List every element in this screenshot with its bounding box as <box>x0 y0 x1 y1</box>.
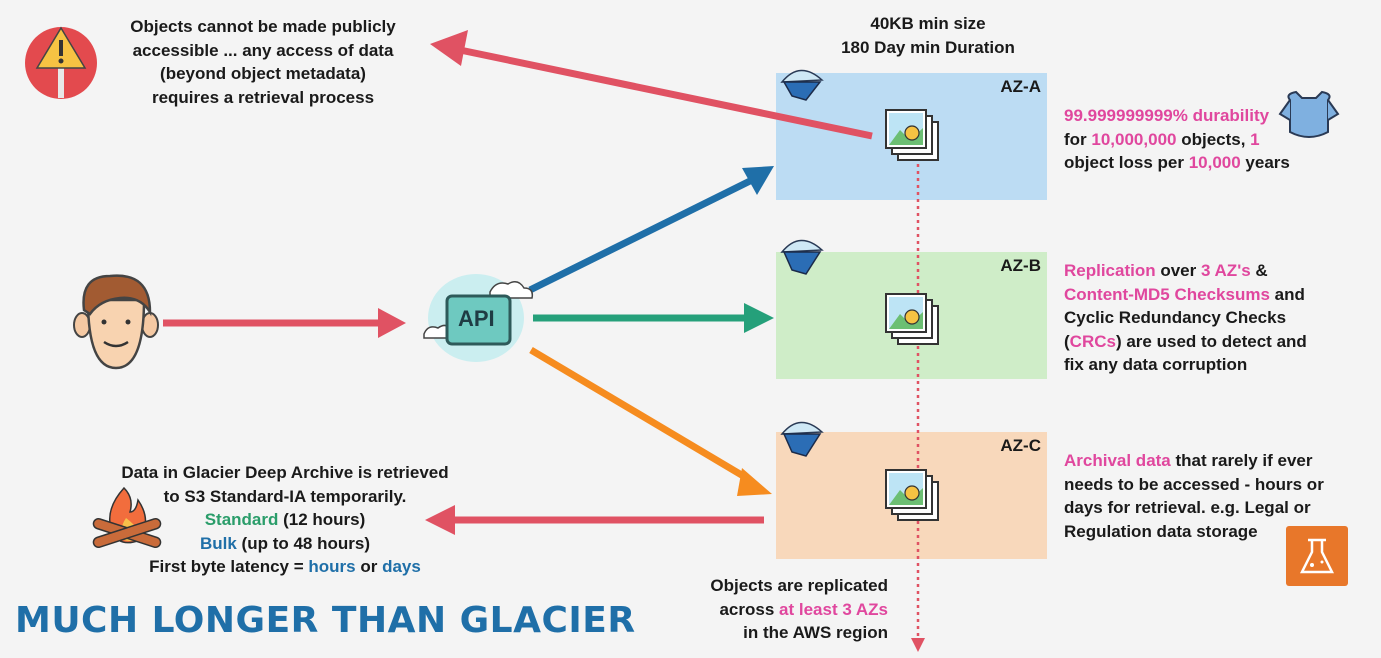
api-to-az-c-arrow <box>529 346 772 496</box>
api-to-az-a-arrow <box>528 166 774 294</box>
warning-text: Objects cannot be made publicly accessib… <box>130 17 396 107</box>
retrieval-text: Data in Glacier Deep Archive is retrieve… <box>121 463 449 576</box>
min-duration: 180 Day min Duration <box>841 37 1015 57</box>
az-c-box: AZ-C <box>776 432 1047 559</box>
retrieval-arrow <box>425 505 764 535</box>
object-images-icon-c <box>885 469 939 521</box>
object-images-icon-b <box>885 293 939 345</box>
min-size: 40KB min size <box>870 14 986 33</box>
user-to-api-arrow <box>163 308 406 338</box>
api-label: API <box>458 306 495 331</box>
az-a-label: AZ-A <box>1000 77 1041 96</box>
warning-arrow <box>430 30 873 140</box>
page-title: MUCH LONGER THAN GLACIER <box>15 600 636 641</box>
warning-icon <box>25 26 97 99</box>
archival-text: Archival data that rarely if ever needs … <box>1064 451 1324 541</box>
armor-icon <box>1278 90 1340 138</box>
replication-text: Replication over 3 AZ's & Content-MD5 Ch… <box>1064 261 1307 374</box>
user-avatar-icon <box>73 274 159 370</box>
az-c-label: AZ-C <box>1000 436 1041 455</box>
az-b-label: AZ-B <box>1000 256 1041 275</box>
glacier-deep-archive-icon <box>1286 526 1348 586</box>
api-gateway-icon <box>423 274 534 362</box>
min-size-duration: 40KB min size 180 Day min Duration <box>800 12 1056 59</box>
object-images-icon-a <box>885 109 939 161</box>
campfire-icon <box>92 486 162 549</box>
replication-dotted-arrow <box>911 150 925 652</box>
iceberg-icon-b <box>780 239 824 275</box>
iceberg-icon-c <box>780 421 824 457</box>
replicated-text: Objects are replicated across at least 3… <box>710 576 888 642</box>
iceberg-icon-a <box>780 69 824 101</box>
api-to-az-b-arrow <box>533 303 774 333</box>
durability-text: 99.999999999% durability for 10,000,000 … <box>1064 106 1290 172</box>
